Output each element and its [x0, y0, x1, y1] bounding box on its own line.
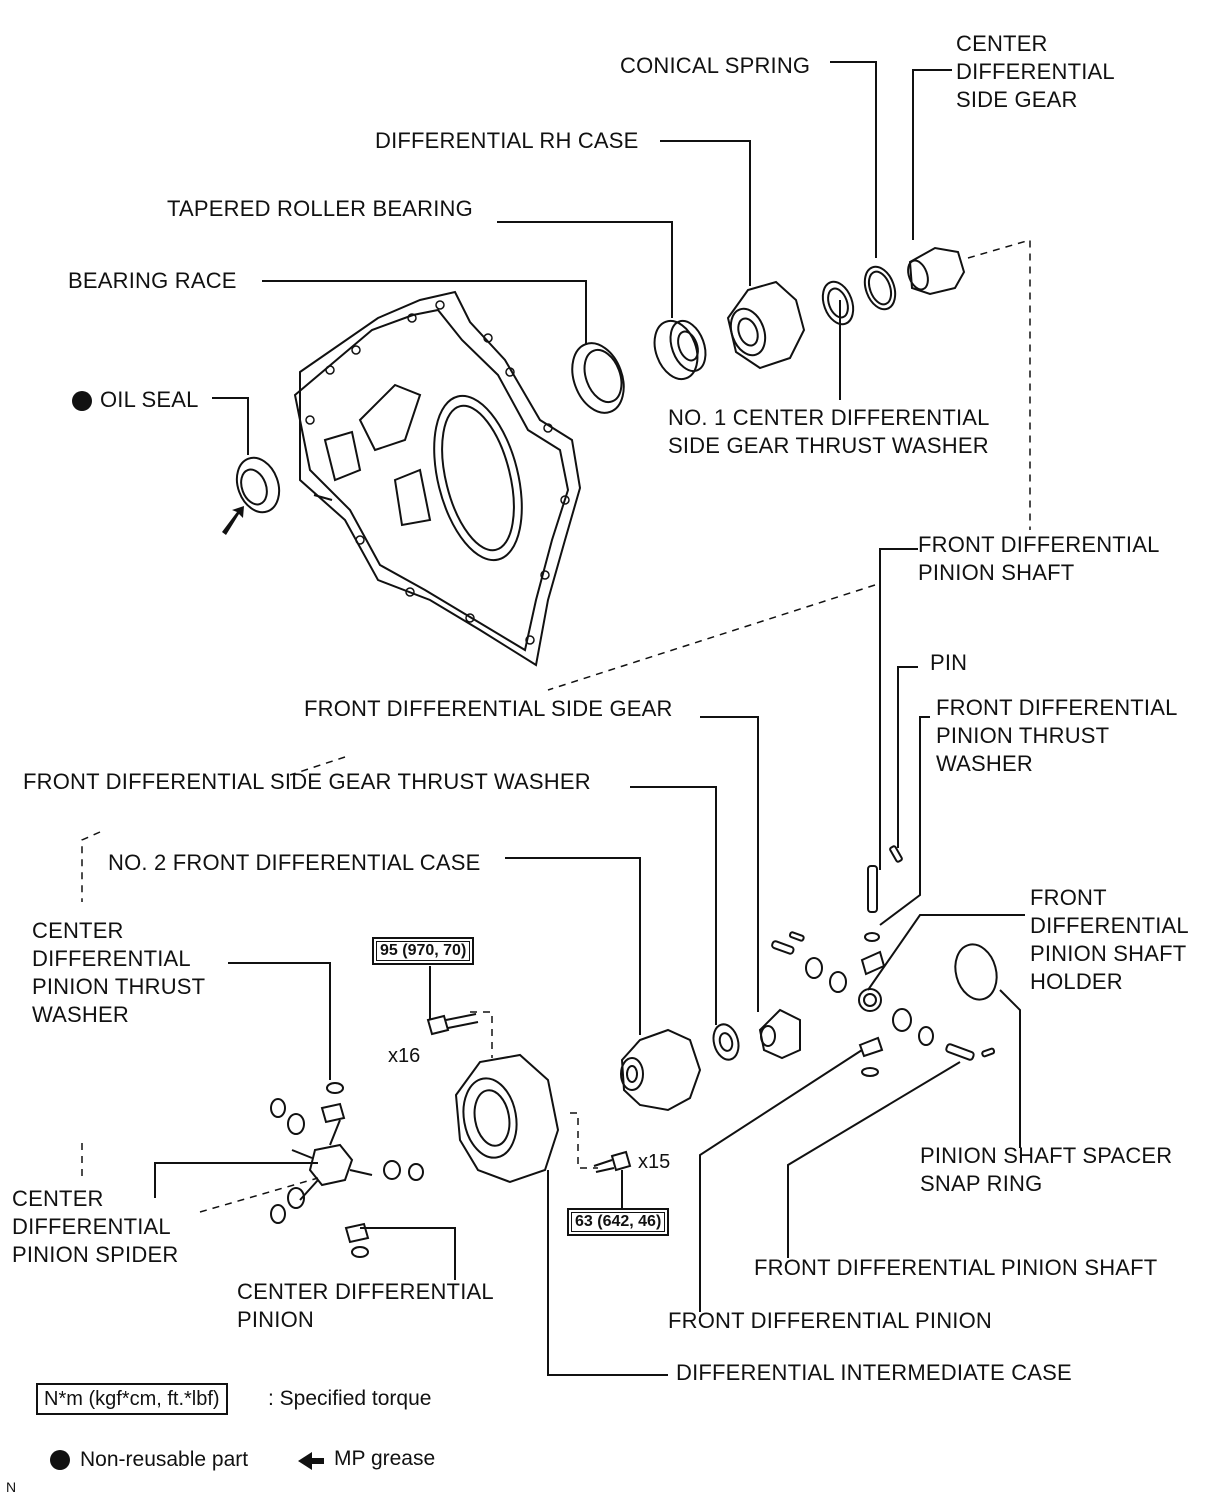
leader-intermediate-case — [547, 1170, 668, 1376]
label-pinion-shaft-holder-2: DIFFERENTIAL — [1030, 913, 1189, 938]
oil-seal-part — [235, 456, 281, 514]
label-fd-pinion-shaft-bottom: FRONT DIFFERENTIAL PINION SHAFT — [754, 1255, 1158, 1280]
non-reusable-marker — [72, 391, 92, 411]
torque-spec-upper: 95 (970, 70) — [372, 937, 475, 965]
fd-pinion-shaft-part — [867, 845, 903, 913]
label-tapered-roller-bearing: TAPERED ROLLER BEARING — [167, 196, 473, 221]
label-snap-ring-2: SNAP RING — [920, 1171, 1043, 1196]
leader-fd-pinion-shaft-bottom — [787, 1061, 961, 1258]
label-pinion-spider-1: CENTER — [12, 1186, 104, 1211]
label-snap-ring-1: PINION SHAFT SPACER — [920, 1143, 1173, 1168]
leader-oil-seal — [212, 397, 249, 455]
leader-fd-pinion — [699, 1049, 863, 1312]
label-pinion-spider-2: DIFFERENTIAL — [12, 1214, 171, 1239]
leader-conical-spring — [830, 61, 877, 258]
bearing-race-part — [571, 342, 625, 414]
leader-fd-pinion-thrust-washer — [879, 716, 930, 926]
label-center-pinion-thrust-washer-1: CENTER — [32, 918, 124, 943]
label-fd-pinion-thrust-washer-2: PINION THRUST — [936, 723, 1110, 748]
legend-torque-text: : Specified torque — [268, 1387, 432, 1410]
label-diff-rh-case: DIFFERENTIAL RH CASE — [375, 128, 639, 153]
label-no1-washer-2: SIDE GEAR THRUST WASHER — [668, 433, 989, 458]
label-intermediate-case: DIFFERENTIAL INTERMEDIATE CASE — [676, 1360, 1072, 1385]
label-no2-front-diff-case: NO. 2 FRONT DIFFERENTIAL CASE — [108, 850, 481, 875]
diff-rh-case-part — [726, 280, 806, 370]
label-center-side-gear-2: DIFFERENTIAL — [956, 59, 1115, 84]
label-center-pinion-thrust-washer-2: DIFFERENTIAL — [32, 946, 191, 971]
quantity-upper-bolt: x16 — [388, 1045, 421, 1067]
label-center-pinion-2: PINION — [237, 1307, 314, 1332]
label-fd-pinion-thrust-washer-3: WASHER — [936, 751, 1033, 776]
leader-fd-side-gear-thrust-washer — [630, 786, 717, 1025]
leader-pin — [897, 666, 918, 848]
label-pinion-spider-3: PINION SPIDER — [12, 1242, 179, 1267]
label-fd-side-gear-thrust-washer: FRONT DIFFERENTIAL SIDE GEAR THRUST WASH… — [23, 769, 591, 794]
label-fd-pinion-thrust-washer-1: FRONT DIFFERENTIAL — [936, 695, 1178, 720]
leader-center-pinion — [360, 1227, 456, 1280]
grease-arrow — [222, 506, 244, 535]
no1-thrust-washer-part — [821, 280, 855, 326]
label-center-side-gear-3: SIDE GEAR — [956, 87, 1078, 112]
label-conical-spring: CONICAL SPRING — [620, 53, 811, 78]
legend-torque-box: N*m (kgf*cm, ft.*lbf) — [36, 1383, 228, 1415]
transaxle-housing — [293, 290, 582, 667]
tapered-roller-bearing-part — [653, 319, 707, 381]
leader-bearing-race — [262, 280, 587, 345]
label-bearing-race: BEARING RACE — [68, 268, 237, 293]
label-fd-side-gear: FRONT DIFFERENTIAL SIDE GEAR — [304, 696, 673, 721]
fd-small-parts — [771, 931, 998, 1077]
label-center-pinion-thrust-washer-4: WASHER — [32, 1002, 129, 1027]
torque-spec-lower: 63 (642, 46) — [567, 1208, 670, 1236]
legend-non-reusable-icon — [50, 1450, 70, 1470]
label-fd-pinion: FRONT DIFFERENTIAL PINION — [668, 1308, 993, 1333]
leader-pinion-shaft-holder — [867, 914, 1025, 991]
leader-fd-side-gear — [700, 716, 759, 1012]
corner-mark: N — [6, 1479, 17, 1495]
leader-snap-ring — [999, 989, 1021, 1148]
quantity-lower-bolt: x15 — [638, 1151, 671, 1173]
no2-front-diff-case-part — [620, 1028, 702, 1112]
legend-non-reusable-text: Non-reusable part — [80, 1448, 249, 1471]
leader-fd-pinion-shaft-top — [879, 548, 918, 870]
lower-bolt-part — [593, 1150, 632, 1173]
legend-grease-arrow-icon — [298, 1452, 324, 1470]
upper-bolt-part — [426, 1013, 479, 1036]
label-center-pinion-thrust-washer-3: PINION THRUST — [32, 974, 206, 999]
label-pinion-shaft-holder-1: FRONT — [1030, 885, 1107, 910]
center-pinion-spider-part — [270, 1082, 424, 1258]
label-pinion-shaft-holder-4: HOLDER — [1030, 969, 1123, 994]
label-pinion-shaft-holder-3: PINION SHAFT — [1030, 941, 1187, 966]
label-pin: PIN — [930, 650, 968, 675]
label-center-side-gear-1: CENTER — [956, 31, 1048, 56]
label-no1-washer-1: NO. 1 CENTER DIFFERENTIAL — [668, 405, 990, 430]
label-fd-pinion-shaft-top-1: FRONT DIFFERENTIAL — [918, 532, 1160, 557]
leader-rh-case — [660, 140, 751, 286]
conical-spring-part — [863, 265, 897, 311]
leader-tapered-bearing — [497, 221, 673, 318]
label-center-pinion-1: CENTER DIFFERENTIAL — [237, 1279, 494, 1304]
label-fd-pinion-shaft-top-2: PINION SHAFT — [918, 560, 1075, 585]
center-side-gear-part — [907, 246, 966, 296]
intermediate-case-part — [454, 1053, 560, 1184]
leader-no2-case — [505, 857, 641, 1035]
leader-center-pinion-thrust-washer — [228, 962, 331, 1080]
legend-grease-text: MP grease — [334, 1447, 436, 1470]
fd-side-gear-part — [712, 1008, 801, 1061]
leader-center-side-gear — [912, 69, 952, 240]
leader-pinion-spider — [154, 1162, 318, 1198]
label-oil-seal: OIL SEAL — [100, 387, 199, 412]
